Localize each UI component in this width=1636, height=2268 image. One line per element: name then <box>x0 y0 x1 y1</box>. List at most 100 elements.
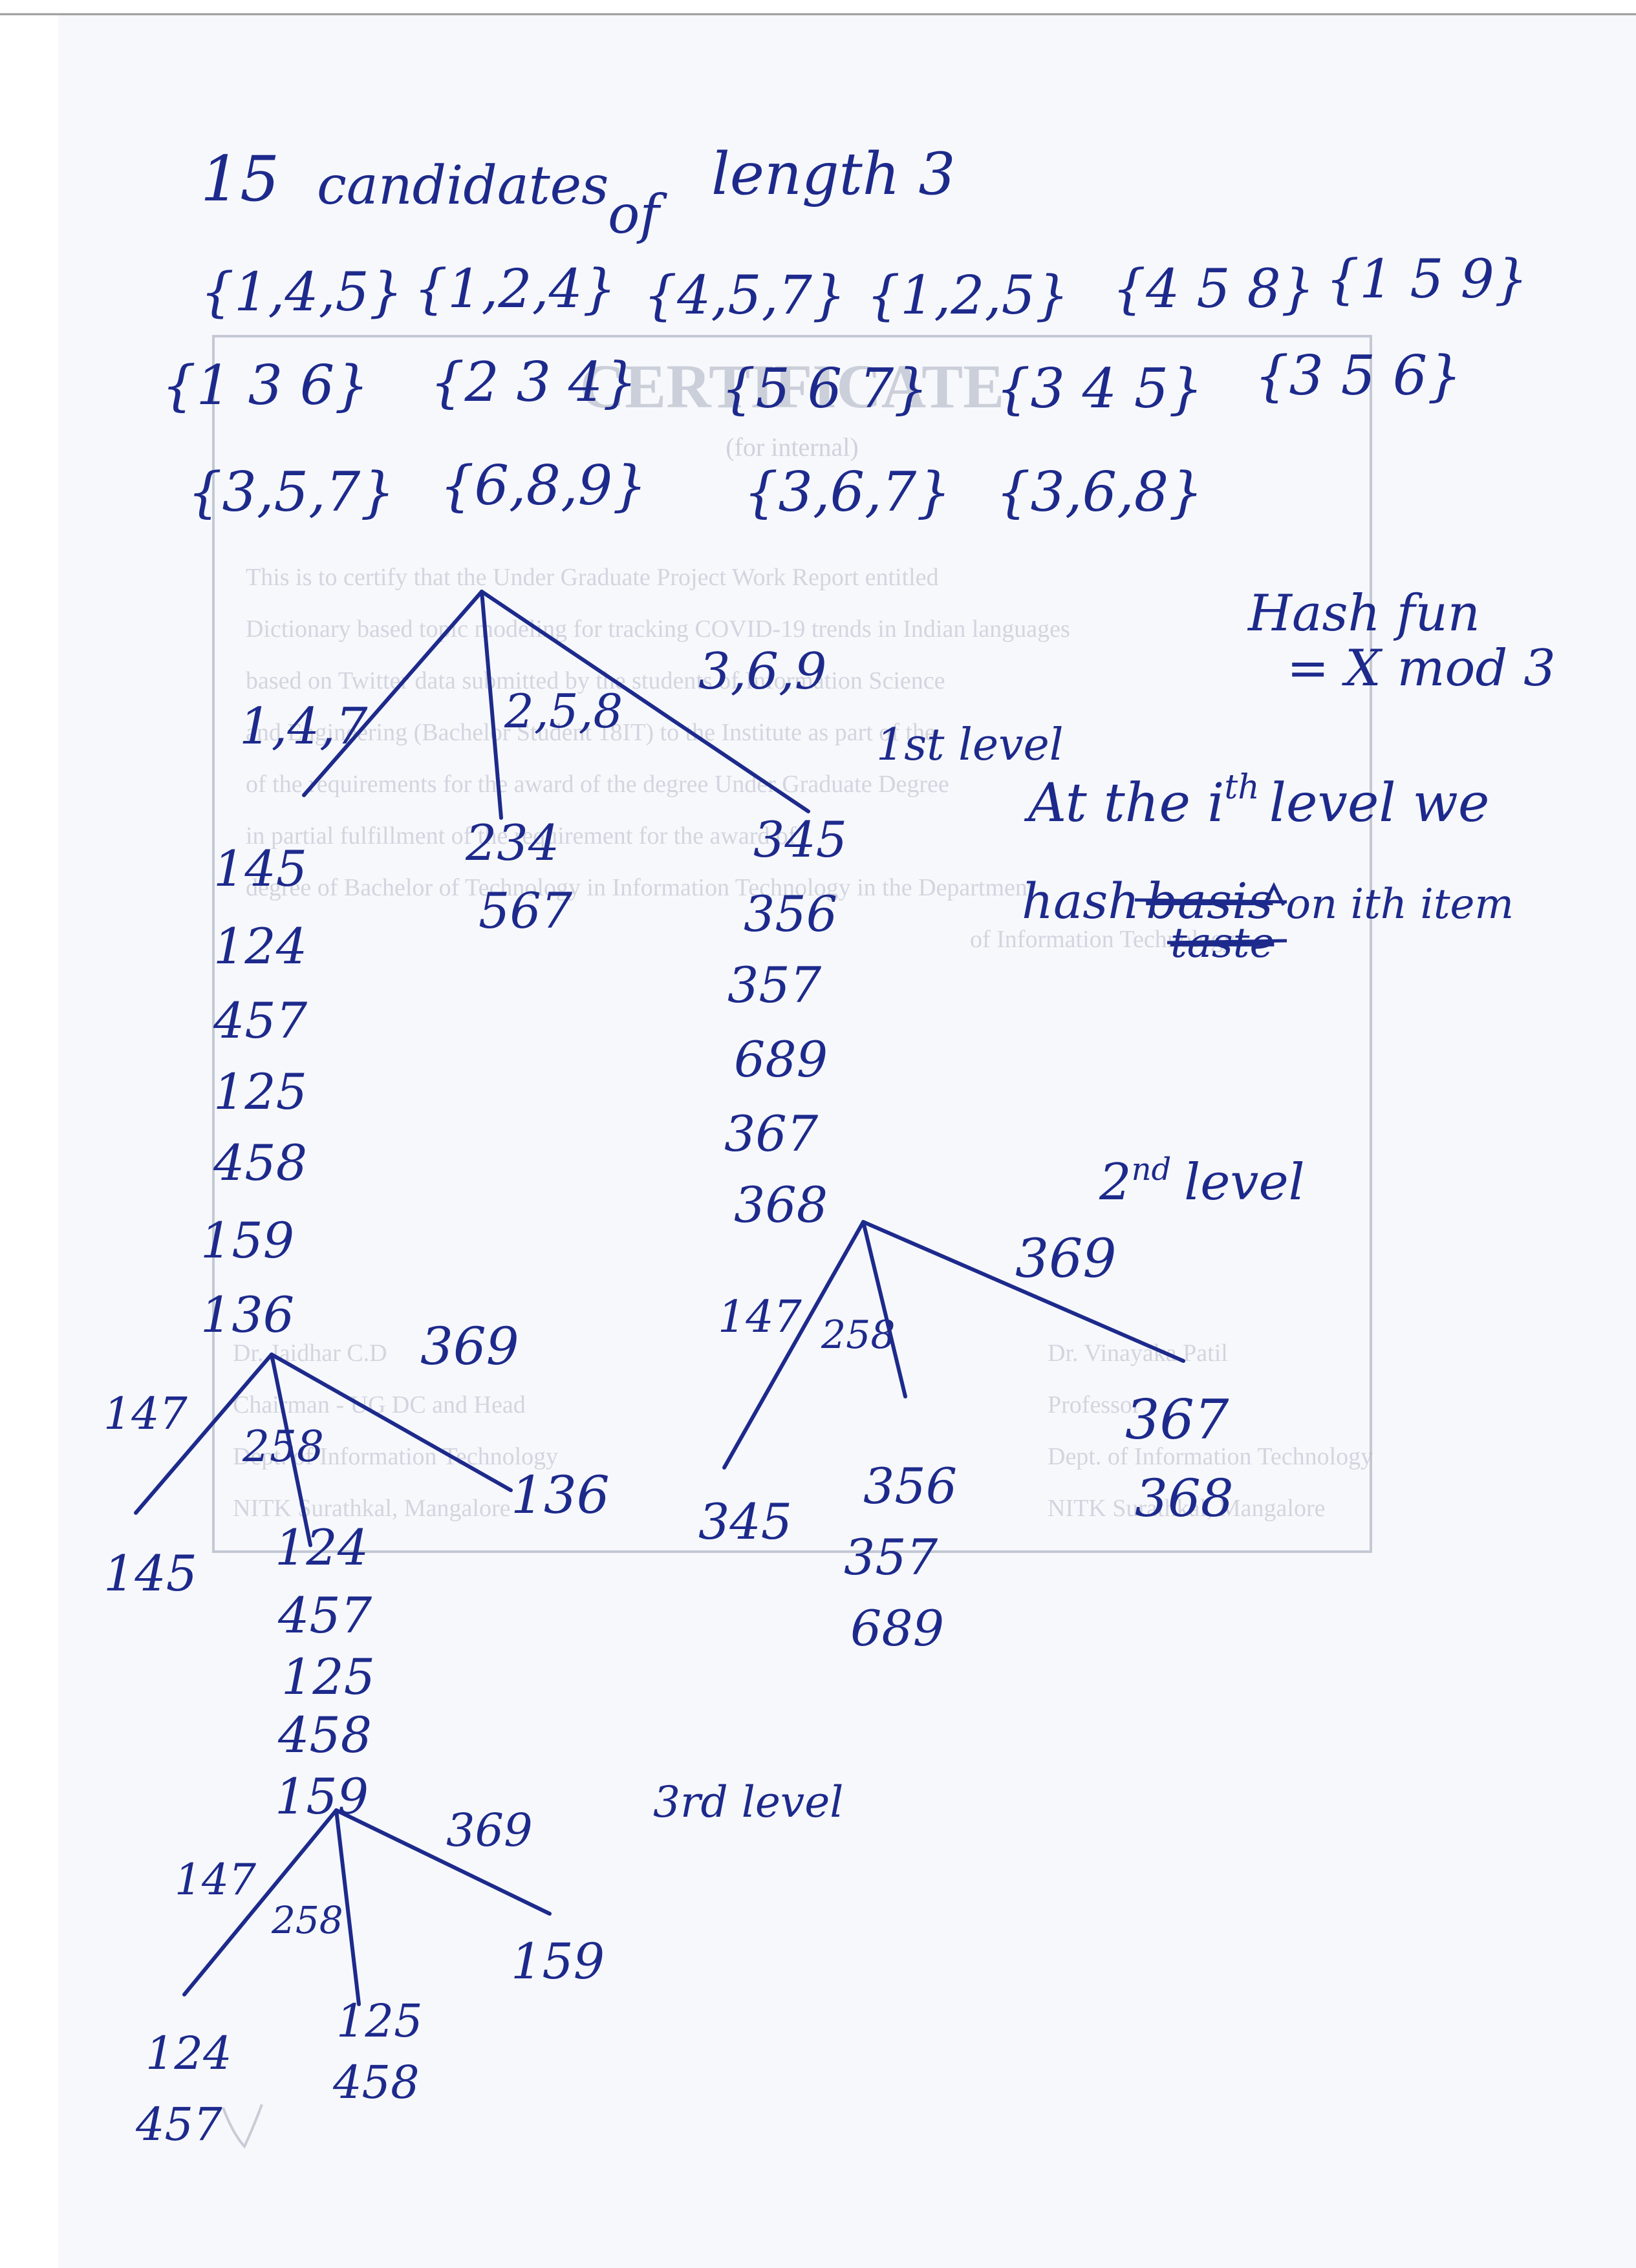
bleed-border <box>212 335 1372 1553</box>
paper-sheet <box>58 13 1636 2268</box>
candidates-row-3: {3,5,7} {6,8,9} {3,6,7} {3,6,8} <box>188 454 1203 524</box>
bucket-item: 368 <box>1135 1468 1234 1528</box>
bucket-item: 159 <box>275 1768 369 1825</box>
candidate: {3,6,7} <box>744 460 951 524</box>
strike-line <box>1167 939 1287 945</box>
tree-branch <box>861 1220 1185 1363</box>
branch-label: 147 <box>103 1389 188 1440</box>
tree-branch <box>334 1808 552 1916</box>
bucket-item: 357 <box>727 956 822 1014</box>
bucket-item: 689 <box>734 1031 828 1088</box>
tree-level-2-left <box>134 1353 513 1547</box>
tree-branch <box>861 1220 907 1398</box>
tree-level-3-buckets: 124 457 125 458 159 <box>135 1932 605 2151</box>
caret-mark <box>1262 882 1286 906</box>
bucket-item: 124 <box>145 2027 232 2080</box>
candidate: {4,5,7} <box>643 265 846 326</box>
bucket-item: 124 <box>213 917 307 975</box>
faint-pencil-mark <box>222 2104 263 2149</box>
bleed-line-8: of Information Technology <box>970 926 1235 953</box>
bucket-item: 145 <box>103 1545 197 1602</box>
bucket-item: 136 <box>200 1286 294 1343</box>
branch-label: 369 <box>446 1804 533 1857</box>
tree-level-1-mid-bucket: 234 567 <box>465 814 573 939</box>
bleed-sig-left-1: Dr. Vinayaka Patil <box>1048 1340 1228 1367</box>
tree-level-2-right-buckets: 345 356 357 689 367 368 <box>698 1388 1234 1657</box>
bleed-sig-left-4: NITK Surathkal, Mangalore <box>1048 1495 1326 1522</box>
tree-level-1-left-bucket: 145 124 457 125 458 159 136 <box>200 840 308 1343</box>
bleed-line-2: Dictionary based topic modeling for trac… <box>246 615 1070 643</box>
branch-label: 3,6,9 <box>698 643 826 701</box>
candidate: {1 3 6} <box>162 354 369 417</box>
tree-branch <box>302 590 484 797</box>
bucket-item: 458 <box>213 1134 307 1192</box>
bucket-item: 367 <box>1125 1388 1229 1451</box>
bleed-sig-left-3: Dept. of Information Technology <box>1048 1443 1373 1470</box>
candidate: {5 6 7} <box>721 357 929 420</box>
bleed-sig-left-2: Professor <box>1048 1391 1141 1418</box>
branch-label: 258 <box>242 1422 324 1471</box>
tree-branch <box>722 1220 865 1470</box>
candidate: {6,8,9} <box>440 454 647 517</box>
bleed-sig-right-1: Dr. Jaidhar C.D <box>233 1340 387 1367</box>
level-label: 1st level <box>876 720 1064 771</box>
bleed-subtitle: (for internal) <box>726 433 858 462</box>
candidate: {4 5 8} <box>1112 259 1315 320</box>
bucket-item: 457 <box>135 2098 222 2151</box>
tree-level-3 <box>182 1808 552 2006</box>
heading: 15 candidates of length 3 <box>200 140 956 246</box>
level-label: 3rd level <box>653 1777 843 1827</box>
bucket-item: 124 <box>275 1519 369 1576</box>
heading-count: 15 <box>200 143 279 215</box>
hash-fun-label: Hash fun <box>1247 584 1480 643</box>
branch-label: 258 <box>271 1898 343 1942</box>
tree-branch <box>334 1808 361 2006</box>
tree-branch <box>270 1353 312 1547</box>
bucket-item: 125 <box>213 1063 307 1120</box>
branch-label: 369 <box>1015 1228 1117 1290</box>
heading-length: length 3 <box>711 140 956 208</box>
candidate: {3 5 6} <box>1254 344 1462 407</box>
tree-branch <box>480 590 810 813</box>
branch-label: 369 <box>420 1316 519 1376</box>
bucket-item: 368 <box>734 1176 828 1234</box>
bleed-sig-right-3: Dept. of Information Technology <box>233 1443 558 1470</box>
bucket-item: 136 <box>511 1465 610 1525</box>
bucket-item: 145 <box>213 840 307 897</box>
tree-level-1 <box>302 590 810 820</box>
bleed-line-3: based on Twitter data submitted by the s… <box>246 667 945 694</box>
candidate: {3,6,8} <box>996 460 1203 524</box>
heading-candidates: candidates <box>317 155 608 217</box>
tree-branch <box>480 590 503 820</box>
bucket-item: 567 <box>479 882 573 939</box>
bucket-item: 234 <box>465 814 559 872</box>
bucket-item: 457 <box>213 992 308 1049</box>
tree-branch <box>134 1353 274 1515</box>
bucket-item: 125 <box>281 1648 375 1706</box>
branch-label: 1,4,7 <box>239 698 368 756</box>
hash-function-note: Hash fun = X mod 3 <box>1247 584 1556 698</box>
tree-level-3-labels: 147 258 369 3rd level <box>175 1777 843 1942</box>
tree-level-2-right <box>722 1220 1185 1470</box>
candidates-row-1: {1,4,5} {1,2,4} {4,5,7} {1,2,5} {4 5 8} … <box>200 249 1528 326</box>
tree-level-2-left-buckets: 145 124 457 125 458 159 136 <box>103 1465 610 1825</box>
bleed-line-5: of the requirements for the award of the… <box>246 771 949 798</box>
bucket-item: 458 <box>332 2056 420 2109</box>
branch-label: 2,5,8 <box>504 684 623 738</box>
tree-level-2-left-labels: 147 258 369 <box>103 1316 519 1471</box>
candidates-row-2: {1 3 6} {2 3 4} {5 6 7} {3 4 5} {3 5 6} <box>162 344 1462 420</box>
bleed-sig-right-4: NITK Surathkal, Mangalore <box>233 1495 511 1522</box>
bleed-line-6: in partial fulfillment of the requiremen… <box>246 822 797 850</box>
bucket-item: 125 <box>336 1995 423 2048</box>
bucket-item: 159 <box>511 1932 605 1990</box>
tree-level-1-right-bucket: 345 356 357 689 367 368 <box>724 811 847 1234</box>
branch-label: 147 <box>718 1292 802 1343</box>
bleed-line-7: degree of Bachelor of Technology in Info… <box>246 874 1035 901</box>
tree-branch <box>182 1808 338 1996</box>
candidate: {1,2,4} <box>414 259 616 320</box>
bucket-item: 356 <box>863 1457 957 1515</box>
